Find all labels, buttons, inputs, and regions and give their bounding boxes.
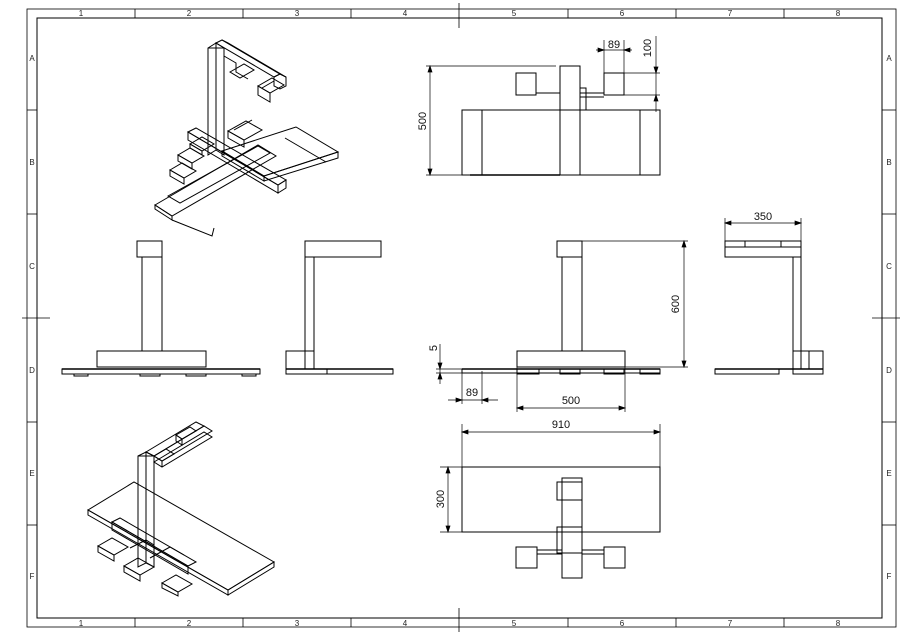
front-elevation-right bbox=[462, 241, 660, 374]
row-label: D bbox=[886, 366, 892, 375]
column-labels-top: 1 2 3 4 5 6 7 8 bbox=[79, 9, 841, 18]
row-label: F bbox=[30, 572, 35, 581]
row-label: A bbox=[886, 54, 892, 63]
drawing-frame bbox=[26, 8, 897, 628]
row-label: E bbox=[29, 469, 34, 478]
column-label: 5 bbox=[512, 9, 517, 18]
column-label: 3 bbox=[295, 9, 300, 18]
side-elevation-left bbox=[286, 241, 393, 374]
dimension-label-right-height: 600 bbox=[670, 295, 682, 313]
row-label: F bbox=[887, 572, 892, 581]
front-elevation-dimensions bbox=[436, 239, 688, 412]
isometric-view-top bbox=[155, 40, 338, 236]
column-label: 1 bbox=[79, 619, 84, 628]
dimension-label-top-depth: 300 bbox=[435, 490, 447, 508]
dimension-label-thickness: 5 bbox=[428, 345, 440, 351]
column-label: 7 bbox=[728, 9, 733, 18]
column-label: 6 bbox=[620, 9, 625, 18]
row-label: B bbox=[886, 158, 891, 167]
column-label: 2 bbox=[187, 619, 192, 628]
front-elevation-left bbox=[62, 241, 260, 376]
isometric-view-bottom bbox=[88, 422, 274, 596]
column-label: 7 bbox=[728, 619, 733, 628]
column-labels-bottom: 1 2 3 4 5 6 7 8 bbox=[79, 619, 841, 628]
dimension-label-foot-width: 89 bbox=[466, 387, 478, 399]
row-label: D bbox=[29, 366, 35, 375]
column-label: 8 bbox=[836, 9, 841, 18]
row-label: C bbox=[29, 262, 35, 271]
column-label: 1 bbox=[79, 9, 84, 18]
side-elevation-right-dimensions bbox=[723, 218, 803, 241]
row-label: C bbox=[886, 262, 892, 271]
plan-view-dimensions bbox=[440, 424, 662, 534]
dimension-label-front-width: 350 bbox=[754, 211, 772, 223]
row-labels-left: A B C D E F bbox=[29, 54, 35, 581]
side-elevation-view bbox=[462, 66, 660, 175]
column-label: 3 bbox=[295, 619, 300, 628]
plan-view bbox=[462, 467, 660, 578]
side-elevation-right bbox=[715, 241, 823, 374]
dimension-label-side-height: 500 bbox=[417, 112, 429, 130]
column-label: 2 bbox=[187, 9, 192, 18]
row-ticks bbox=[22, 109, 900, 526]
dimension-label-base-width: 500 bbox=[562, 395, 580, 407]
column-label: 8 bbox=[836, 619, 841, 628]
side-elevation-dimensions bbox=[426, 36, 660, 177]
row-label: E bbox=[886, 469, 891, 478]
dimension-label-side-h1: 100 bbox=[642, 39, 654, 57]
column-label: 6 bbox=[620, 619, 625, 628]
column-label: 5 bbox=[512, 619, 517, 628]
row-label: A bbox=[29, 54, 35, 63]
column-label: 4 bbox=[403, 619, 408, 628]
row-label: B bbox=[29, 158, 34, 167]
column-ticks bbox=[134, 3, 785, 632]
column-label: 4 bbox=[403, 9, 408, 18]
dimension-label-side-w1: 89 bbox=[608, 39, 620, 51]
dimension-label-top-length: 910 bbox=[552, 419, 570, 431]
row-labels-right: A B C D E F bbox=[886, 54, 892, 581]
